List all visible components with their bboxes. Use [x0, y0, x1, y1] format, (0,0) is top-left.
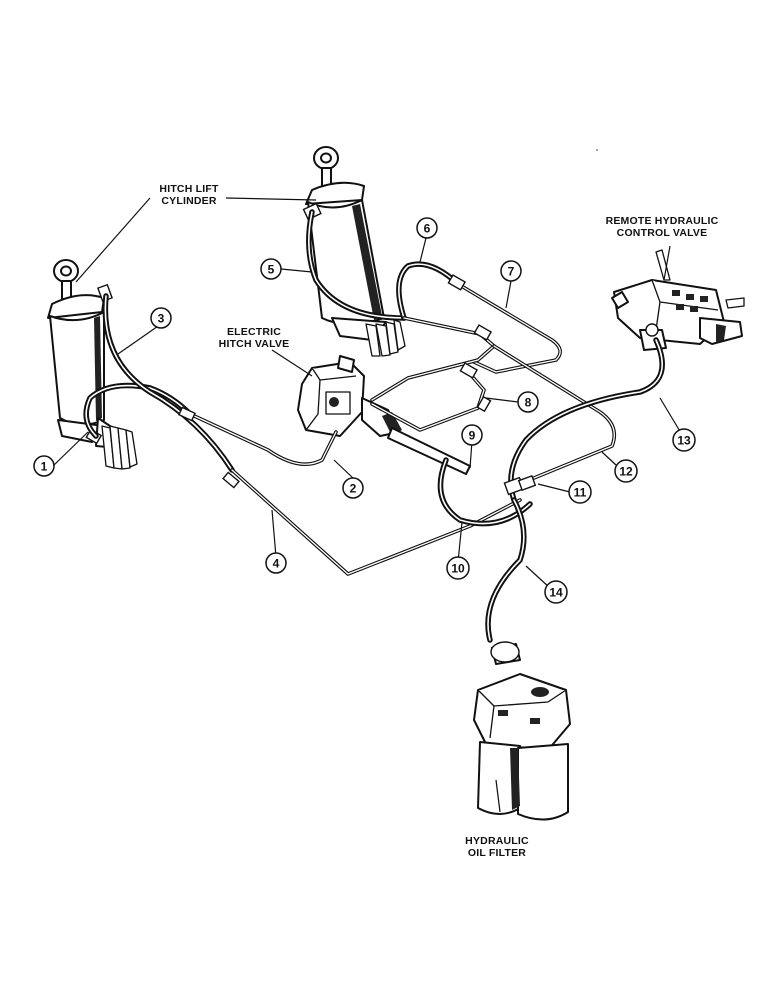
callout-7: 7 — [500, 260, 522, 282]
callout-7-number: 7 — [508, 265, 515, 279]
label-electric-hitch-valve-line2: HITCH VALVE — [219, 338, 290, 350]
label-hitch-lift-cylinder-line2: CYLINDER — [161, 195, 216, 207]
callouts: 1 2 3 4 5 6 7 8 — [33, 217, 696, 604]
callout-12-number: 12 — [619, 465, 633, 479]
callout-4-number: 4 — [273, 557, 280, 571]
callout-5-number: 5 — [268, 263, 275, 277]
label-hitch-lift-cylinder-line1: HITCH LIFT — [159, 183, 219, 195]
callout-2-number: 2 — [350, 482, 357, 496]
callout-4: 4 — [265, 552, 287, 574]
callout-10-number: 10 — [451, 562, 465, 576]
callout-9-number: 9 — [469, 429, 476, 443]
callout-13: 13 — [672, 428, 696, 452]
label-electric-hitch-valve-line1: ELECTRIC — [227, 326, 281, 338]
leader-lines — [52, 197, 685, 813]
callout-14: 14 — [544, 580, 568, 604]
callout-12: 12 — [614, 459, 638, 483]
label-hydraulic-oil-filter-line2: OIL FILTER — [468, 847, 526, 859]
hydraulic-lines — [83, 209, 665, 643]
label-hydraulic-oil-filter-line1: HYDRAULIC — [465, 835, 529, 847]
callout-2: 2 — [342, 477, 364, 499]
callout-10: 10 — [446, 556, 470, 580]
callout-13-number: 13 — [677, 434, 691, 448]
callout-1: 1 — [33, 455, 55, 477]
hydraulic-oil-filter — [473, 641, 571, 821]
remote-hydraulic-control-valve — [611, 249, 745, 351]
component-labels: HITCH LIFT CYLINDER REMOTE HYDRAULIC CON… — [159, 183, 718, 859]
callout-6: 6 — [416, 217, 438, 239]
callout-8: 8 — [517, 391, 539, 413]
right-hitch-lift-cylinder — [302, 146, 406, 357]
callout-6-number: 6 — [424, 222, 431, 236]
callout-9: 9 — [461, 424, 483, 446]
label-remote-hydraulic-control-valve-line2: CONTROL VALVE — [617, 227, 708, 239]
callout-3-number: 3 — [158, 312, 165, 326]
callout-11-number: 11 — [574, 486, 587, 500]
electric-hitch-valve — [297, 355, 471, 475]
callout-1-number: 1 — [41, 460, 48, 474]
callout-11: 11 — [568, 480, 592, 504]
label-remote-hydraulic-control-valve-line1: REMOTE HYDRAULIC — [606, 215, 719, 227]
stray-dot — [596, 149, 598, 151]
callout-5: 5 — [260, 258, 282, 280]
callout-8-number: 8 — [525, 396, 532, 410]
callout-14-number: 14 — [549, 586, 563, 600]
callout-3: 3 — [150, 307, 172, 329]
